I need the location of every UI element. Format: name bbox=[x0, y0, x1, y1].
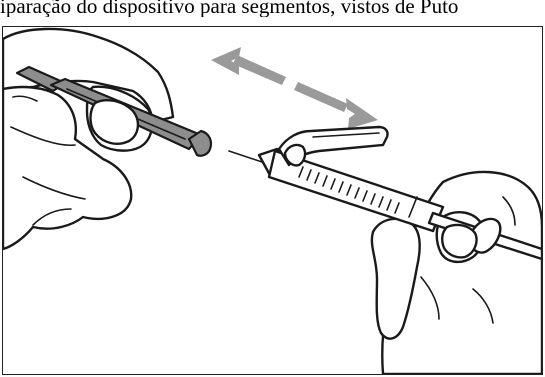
arrow-shaft-left bbox=[233, 55, 286, 85]
instruction-illustration bbox=[2, 26, 543, 375]
illustration-svg bbox=[3, 27, 542, 374]
arrow-shaft-right bbox=[294, 82, 348, 112]
double-arrow bbox=[211, 47, 378, 129]
safety-shield-hinge bbox=[285, 145, 305, 165]
caption-text: iparação do dispositivo para segmentos, … bbox=[0, 0, 545, 17]
left-hand bbox=[3, 29, 173, 249]
needle-safety-shield bbox=[279, 127, 388, 165]
arrow-head-right bbox=[346, 98, 378, 129]
right-thumb-over bbox=[442, 225, 476, 257]
